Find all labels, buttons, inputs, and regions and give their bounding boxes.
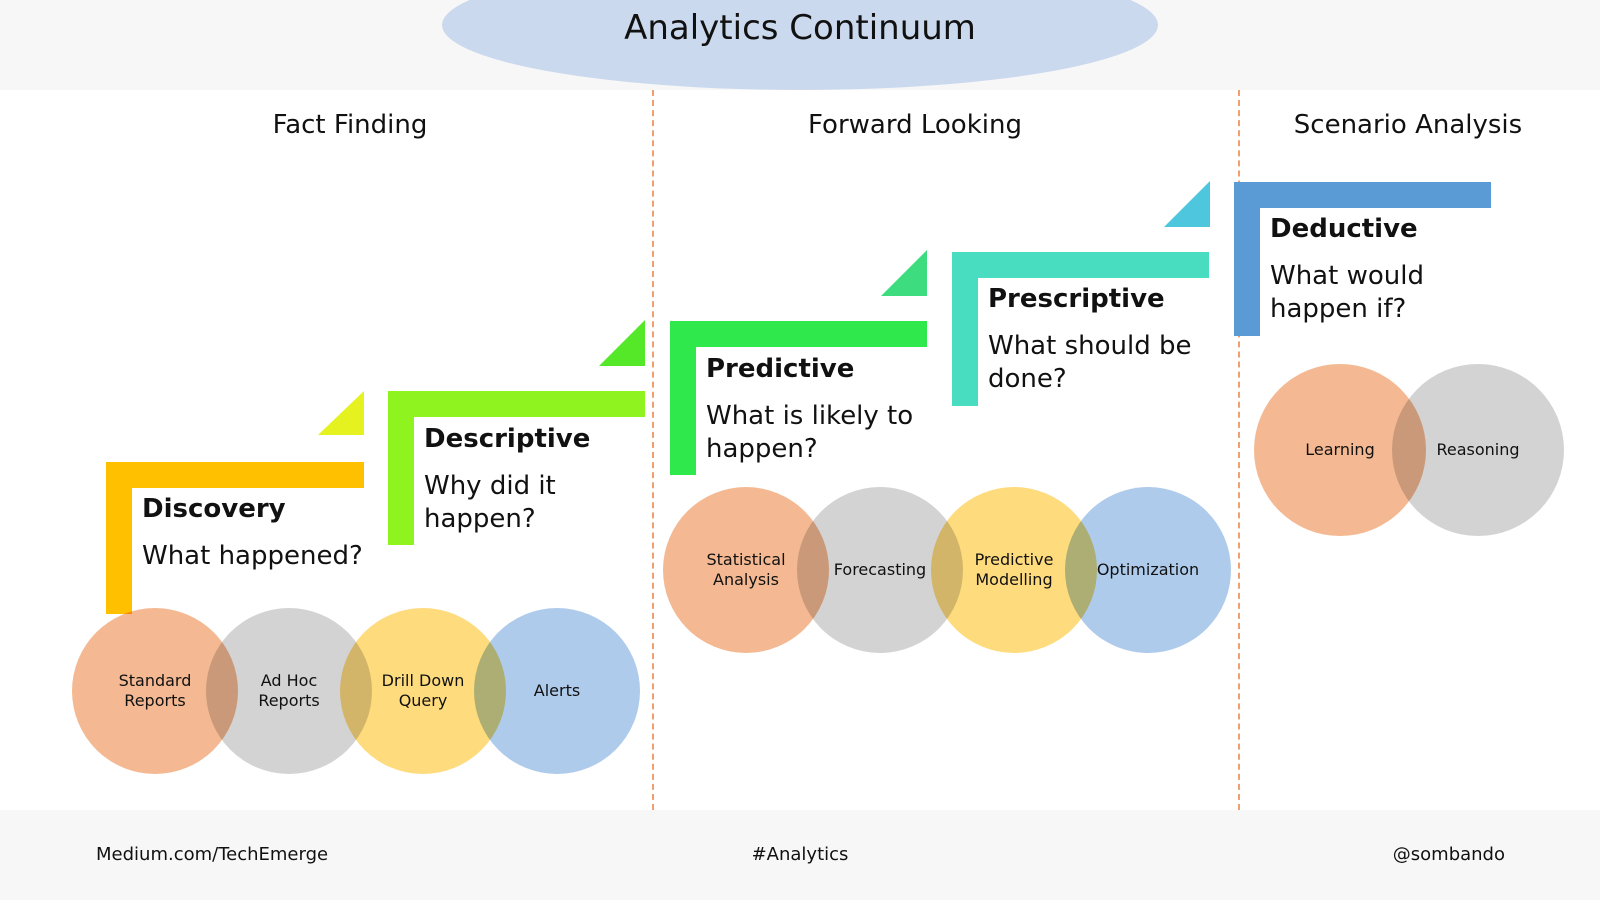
predictive-step-bar (670, 321, 927, 347)
section-divider-1 (652, 90, 654, 810)
discovery-step-bar (106, 462, 364, 488)
prescriptive-question: What should be done? (988, 331, 1192, 394)
prescriptive-step-arrow (1164, 181, 1210, 227)
footer-left-text: Medium.com/TechEmerge (96, 844, 329, 865)
deductive-question: What would happen if? (1270, 261, 1424, 324)
predictive-title: Predictive (706, 354, 855, 384)
deductive-title: Deductive (1270, 214, 1418, 244)
descriptive-step-post (388, 391, 414, 545)
predictive-question: What is likely to happen? (706, 401, 914, 464)
prescriptive-step-bar (952, 252, 1209, 278)
footer-right-text: @sombando (1392, 844, 1505, 865)
descriptive-step-bar (388, 391, 645, 417)
section-header-scenario-analysis: Scenario Analysis (1293, 110, 1523, 140)
predictive-step-arrow (881, 250, 927, 296)
discovery-question: What happened? (142, 541, 363, 571)
circle-alerts: Alerts (474, 608, 640, 774)
descriptive-question: Why did it happen? (424, 471, 556, 534)
predictive-step-post (670, 321, 696, 475)
descriptive-step-arrow (599, 320, 645, 366)
discovery-step-arrow (318, 391, 364, 435)
circle-reasoning: Reasoning (1392, 364, 1564, 536)
section-header-fact-finding: Fact Finding (272, 110, 428, 140)
descriptive-title: Descriptive (424, 424, 591, 454)
section-header-forward-looking: Forward Looking (808, 110, 1022, 140)
footer-center-text: #Analytics (751, 844, 849, 865)
deductive-step-bar (1234, 182, 1491, 208)
discovery-title: Discovery (142, 494, 286, 524)
circle-optimization: Optimization (1065, 487, 1231, 653)
section-divider-2 (1238, 90, 1240, 810)
deductive-step-post (1234, 182, 1260, 336)
discovery-step-post (106, 462, 132, 614)
page-title: Analytics Continuum (624, 8, 976, 48)
footer (0, 810, 1600, 900)
prescriptive-title: Prescriptive (988, 284, 1165, 314)
prescriptive-step-post (952, 252, 978, 406)
